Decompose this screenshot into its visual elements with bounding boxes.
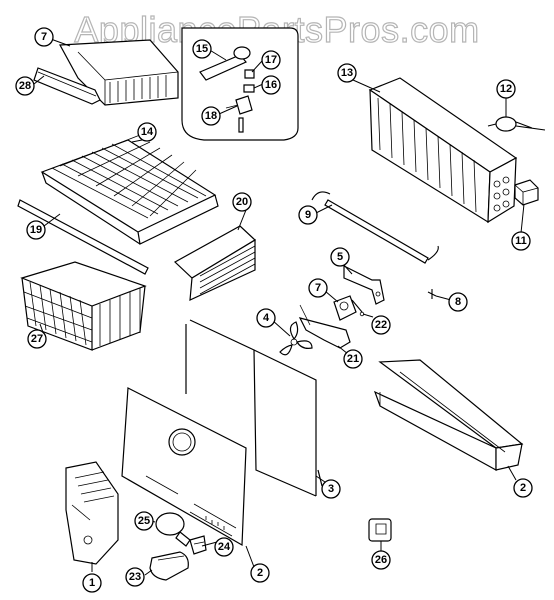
svg-text:9: 9 — [305, 209, 311, 221]
callout-2: 2 — [250, 563, 270, 583]
callout-28: 28 — [15, 76, 35, 96]
svg-text:7: 7 — [315, 282, 321, 294]
svg-text:17: 17 — [265, 54, 277, 66]
svg-text:24: 24 — [218, 541, 231, 553]
svg-text:23: 23 — [129, 571, 141, 583]
wire-basket-part-27 — [20, 261, 147, 351]
callout-13: 13 — [337, 63, 357, 83]
svg-text:4: 4 — [263, 312, 270, 324]
callout-3: 3 — [321, 479, 341, 499]
callout-11: 11 — [511, 231, 531, 251]
callout-4: 2 — [513, 478, 533, 498]
callout-1: 1 — [82, 573, 102, 593]
svg-text:2: 2 — [257, 567, 263, 579]
svg-text:8: 8 — [455, 296, 461, 308]
svg-text:18: 18 — [205, 110, 217, 122]
callout-23: 23 — [125, 567, 145, 587]
svg-text:5: 5 — [337, 251, 343, 263]
callout-26: 26 — [371, 550, 391, 570]
svg-text:20: 20 — [236, 196, 248, 208]
svg-text:22: 22 — [375, 319, 387, 331]
wire-shelf-part-14 — [40, 134, 219, 245]
fan-blade-part-5 — [279, 321, 313, 356]
evaporator-part-13 — [368, 77, 518, 224]
lens-part-23 — [149, 551, 189, 581]
defrost-heater-part-9 — [311, 191, 439, 264]
callout-15: 15 — [192, 39, 212, 59]
callout-25: 25 — [134, 511, 154, 531]
rail-part-19 — [17, 199, 149, 275]
svg-text:21: 21 — [347, 353, 359, 365]
callout-27: 27 — [27, 329, 47, 349]
socket-part-24 — [189, 535, 207, 555]
thermostat-part-12 — [487, 116, 546, 132]
svg-text:14: 14 — [141, 126, 154, 138]
callout-12: 12 — [496, 79, 516, 99]
callout-22: 22 — [371, 315, 391, 335]
drawer-cover-part-4 — [373, 359, 524, 472]
shelf-panel-part-20 — [173, 225, 256, 301]
callout-21: 21 — [343, 349, 363, 369]
gasket-part-3 — [185, 319, 323, 497]
svg-text:28: 28 — [19, 80, 31, 92]
callout-7: 7 — [308, 278, 328, 298]
lamp-part-25 — [155, 512, 191, 547]
callout-17: 17 — [261, 50, 281, 70]
callout-8: 8 — [448, 292, 468, 312]
clip-part-26 — [368, 518, 392, 542]
light-housing-part-1 — [65, 461, 119, 565]
callout-6: 5 — [330, 247, 350, 267]
screw-part-8 — [427, 289, 437, 299]
svg-text:11: 11 — [515, 235, 527, 247]
callout-18: 18 — [201, 106, 221, 126]
callout-20: 20 — [232, 192, 252, 212]
callout-14: 14 — [137, 122, 157, 142]
fan-motor-part-7 — [333, 295, 365, 321]
callout-19: 19 — [26, 220, 46, 240]
svg-text:25: 25 — [138, 515, 150, 527]
svg-text:1: 1 — [89, 577, 95, 589]
svg-text:26: 26 — [375, 554, 387, 566]
callout-24: 24 — [214, 537, 234, 557]
svg-text:3: 3 — [328, 483, 334, 495]
rear-panel-part-2 — [121, 387, 247, 547]
callout-16: 16 — [261, 75, 281, 95]
callout-7-top: 7 — [34, 27, 54, 47]
svg-text:16: 16 — [265, 79, 277, 91]
bracket-part-6 — [343, 265, 385, 305]
defrost-terminator-part-11 — [514, 179, 539, 206]
callouts: 7 28 15 17 16 18 14 19 20 27 13 12 11 9 … — [15, 27, 533, 593]
svg-text:19: 19 — [30, 224, 42, 236]
callout-5: 4 — [256, 308, 276, 328]
svg-text:7: 7 — [41, 31, 47, 43]
svg-text:15: 15 — [196, 43, 208, 55]
svg-text:12: 12 — [500, 83, 512, 95]
svg-text:13: 13 — [341, 67, 353, 79]
callout-9: 9 — [298, 205, 318, 225]
tube-part-28 — [33, 67, 101, 105]
svg-text:27: 27 — [31, 333, 43, 345]
svg-text:2: 2 — [520, 482, 526, 494]
